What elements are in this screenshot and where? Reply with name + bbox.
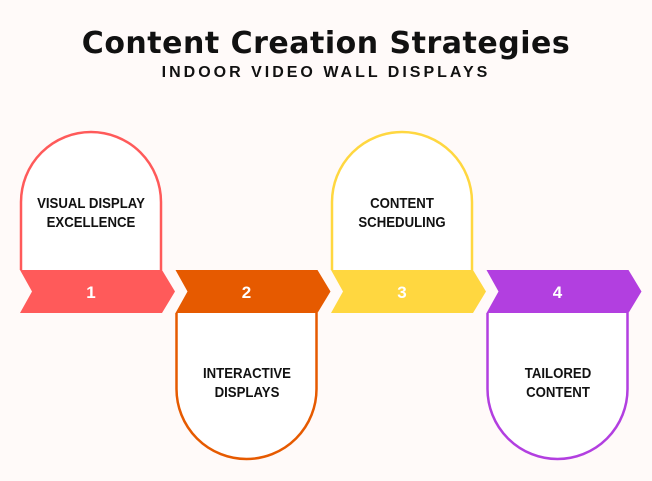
step-label-line1: TAILORED <box>524 365 591 382</box>
step-number: 4 <box>552 283 563 302</box>
step-chevron-4 <box>486 270 642 313</box>
step-chevron-1 <box>20 270 175 313</box>
step-number: 1 <box>86 283 96 302</box>
step-card-outline-1 <box>19 130 163 270</box>
step-label: INTERACTIVE DISPLAYS <box>184 364 309 402</box>
step-label-line2: SCHEDULING <box>358 214 446 231</box>
step-label-line1: INTERACTIVE <box>202 365 291 382</box>
step-label-line2: CONTENT <box>525 384 590 401</box>
step-card-outline-4 <box>486 313 629 461</box>
page-subtitle: INDOOR VIDEO WALL DISPLAYS <box>161 64 491 81</box>
step-label: TAILORED CONTENT <box>495 364 620 402</box>
page-title: Content Creation Strategies <box>81 26 571 61</box>
step-card-outline-3 <box>330 130 474 270</box>
step-number: 2 <box>241 283 252 302</box>
step-label-line2: EXCELLENCE <box>46 214 136 231</box>
step-number: 3 <box>397 283 407 302</box>
step-chevron-3 <box>331 270 486 313</box>
step-label-line2: DISPLAYS <box>214 384 279 401</box>
step-chevron-2 <box>175 270 331 313</box>
step-label: CONTENT SCHEDULING <box>340 194 465 232</box>
step-card-outline-2 <box>175 313 318 461</box>
step-label-line1: VISUAL DISPLAY <box>37 195 145 212</box>
step-label: VISUAL DISPLAY EXCELLENCE <box>29 194 154 232</box>
step-label-line1: CONTENT <box>370 195 434 212</box>
